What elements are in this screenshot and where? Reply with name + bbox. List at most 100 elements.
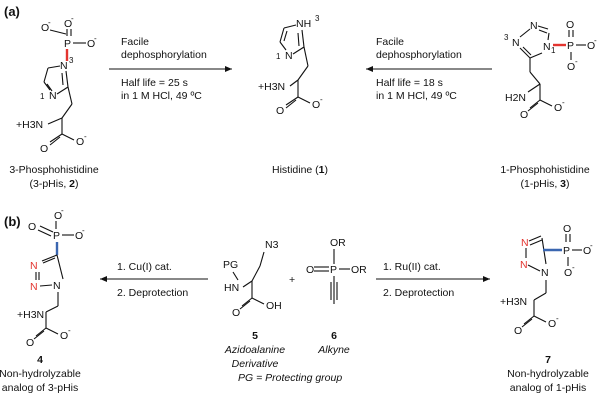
compound-4-number: 4	[37, 354, 43, 366]
nh-atom: NH	[296, 18, 311, 30]
minus-sign: -	[68, 326, 71, 335]
carboxylate-o: O	[554, 102, 562, 114]
hn-group: HN	[224, 282, 239, 294]
triazole-n2: N	[520, 259, 528, 271]
carboxylate-o: O	[312, 99, 320, 111]
h2n-group: H2N	[505, 92, 526, 104]
arrow-right-top1: Facile	[376, 36, 404, 48]
structure-3-phosphohistidine: O - P O - O - N 3 N 1 +H3N O O -	[16, 14, 97, 155]
structure-histidine: NH 3 N 1 +H3N O O -	[258, 14, 323, 117]
phosphate-o-top: O	[64, 18, 72, 30]
phosphonate-o-top: O	[54, 210, 62, 222]
caption-1-phis: (1-pHis, 3)	[520, 178, 569, 190]
triazole-n1: N	[521, 237, 529, 249]
phosphorus-atom: P	[563, 245, 570, 257]
arrow-left-bottom1: Half life = 25 s	[121, 77, 188, 89]
triazole-n3: N	[53, 280, 61, 292]
minus-sign: -	[82, 226, 85, 235]
structure-1-phosphohistidine: N N 3 N 1 P O - O O - H2N O O -	[504, 19, 597, 121]
minus-sign: -	[61, 206, 64, 215]
phosphonate-o-bottom: O	[564, 267, 572, 279]
protecting-group: PG	[223, 259, 238, 271]
phosphonate-o-right: O	[583, 245, 591, 257]
arrow-left-top2: dephosphorylation	[121, 49, 207, 61]
position-1: 1	[40, 92, 45, 101]
phosphonate-o-left: O	[28, 221, 36, 233]
position-3: 3	[69, 56, 74, 65]
minus-sign: -	[94, 34, 97, 43]
triazole-n3: N	[541, 267, 549, 279]
compound-6-number: 6	[331, 330, 337, 342]
alkoxy-top: OR	[330, 237, 346, 249]
minus-sign: -	[594, 36, 597, 45]
hydroxyl-group: OH	[266, 300, 282, 312]
n1-atom: N	[285, 50, 293, 62]
triazole-n1: N	[30, 260, 38, 272]
position-3: 3	[504, 33, 509, 42]
phosphonate-o-top: O	[563, 223, 571, 235]
panel-a-label: (a)	[4, 4, 20, 19]
minus-sign: -	[320, 95, 323, 104]
n3-atom: N	[512, 37, 520, 49]
caption-histidine: Histidine (1)	[272, 164, 328, 176]
compound-5-desc2: Derivative	[232, 358, 279, 370]
carbonyl-o: O	[514, 325, 522, 337]
carboxylate-o: O	[548, 318, 556, 330]
ammonium-group: +H3N	[500, 296, 527, 308]
structure-compound-6: OR O P OR	[306, 237, 367, 304]
structure-compound-4: O - P O - O N N N +H3N O O -	[17, 206, 85, 349]
phosphate-o-right: O	[587, 40, 595, 52]
arrow-left-bottom2: in 1 M HCl, 49 ºC	[121, 90, 202, 102]
cuaac-step1: 1. Cu(I) cat.	[117, 261, 172, 273]
minus-sign: -	[562, 98, 565, 107]
position-3: 3	[315, 14, 320, 23]
minus-sign: -	[48, 18, 51, 27]
plus-sign: +	[289, 274, 295, 286]
arrow-right-bottom1: Half life = 18 s	[376, 77, 443, 89]
minus-sign: -	[575, 57, 578, 66]
compound-5-number: 5	[252, 330, 258, 342]
n-atom: N	[530, 20, 538, 32]
azide-group: N3	[265, 239, 279, 251]
phosphate-o-left: O	[41, 22, 49, 34]
arrow-left-top1: Facile	[121, 36, 149, 48]
phosphate-o-right: O	[87, 38, 95, 50]
phosphate-o-bottom: O	[567, 61, 575, 73]
caption-1-phosphohistidine: 1-Phosphohistidine	[500, 164, 589, 176]
compound-7-desc1: Non-hydrolyzable	[507, 368, 589, 380]
phosphorus-atom: P	[64, 38, 71, 50]
minus-sign: -	[572, 263, 575, 272]
ammonium-group: +H3N	[16, 119, 43, 131]
compound-7-desc2: analog of 1-pHis	[510, 382, 586, 394]
phosphorus-atom: P	[53, 230, 60, 242]
cuaac-step2: 2. Deprotection	[117, 287, 188, 299]
caption-3-phosphohistidine: 3-Phosphohistidine	[9, 164, 98, 176]
ammonium-group: +H3N	[258, 81, 285, 93]
minus-sign: -	[71, 14, 74, 23]
n1-atom: N	[49, 90, 57, 102]
carbonyl-o: O	[26, 337, 34, 349]
phosphate-o-top: O	[566, 19, 574, 31]
panel-b-label: (b)	[4, 214, 21, 229]
ruaac-step2: 2. Deprotection	[383, 287, 454, 299]
carboxylate-o: O	[60, 330, 68, 342]
triazole-n2: N	[30, 281, 38, 293]
carbonyl-o: O	[40, 143, 48, 155]
alkoxy-right: OR	[351, 264, 367, 276]
minus-sign: -	[590, 241, 593, 250]
compound-4-desc2: analog of 3-pHis	[2, 382, 78, 394]
compound-5-desc1: Azidoalanine	[224, 344, 285, 356]
carbonyl-o: O	[520, 109, 528, 121]
compound-4-desc1: Non-hydrolyzable	[0, 368, 81, 380]
carbonyl-o: O	[276, 105, 284, 117]
ruaac-step1: 1. Ru(II) cat.	[383, 261, 441, 273]
phosphoryl-o: O	[306, 264, 314, 276]
minus-sign: -	[84, 132, 87, 141]
arrow-right-top2: dephosphorylation	[376, 49, 462, 61]
phosphonate-o-right: O	[75, 230, 83, 242]
compound-5-desc3: PG = Protecting group	[238, 372, 342, 384]
arrow-right-bottom2: in 1 M HCl, 49 ºC	[376, 90, 457, 102]
n3-atom: N	[60, 60, 68, 72]
position-1: 1	[551, 46, 556, 55]
